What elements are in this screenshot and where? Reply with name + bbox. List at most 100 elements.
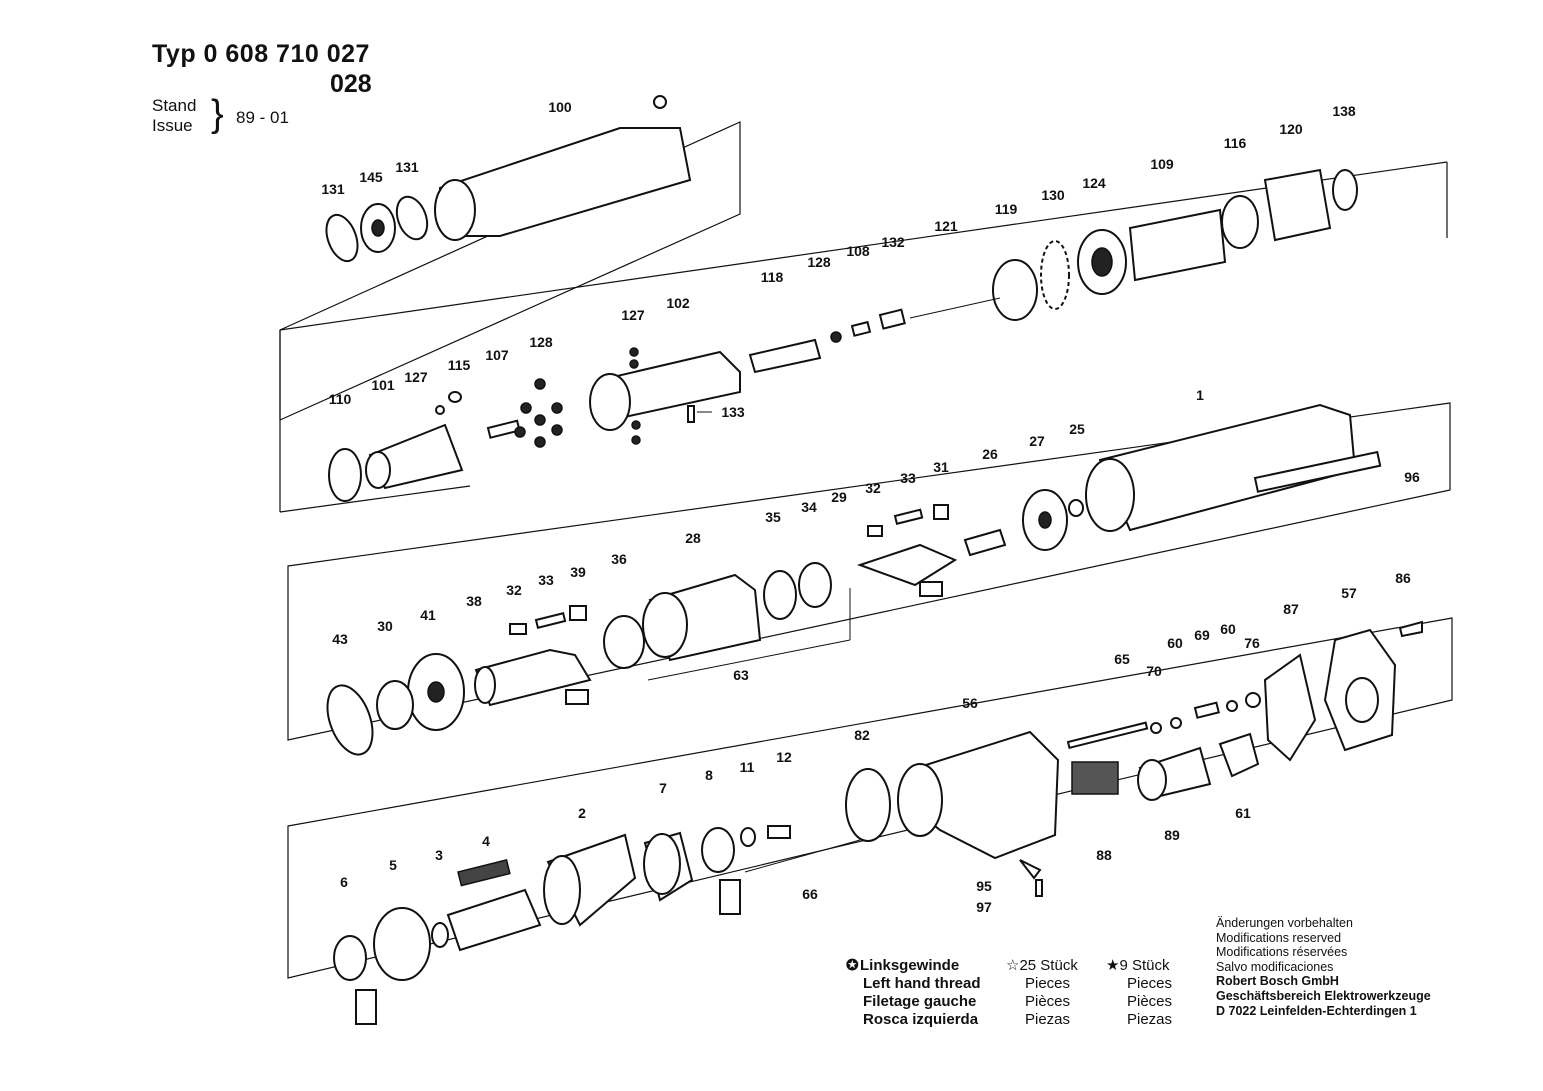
label-107: 107 [485, 347, 509, 363]
label-7: 7 [659, 780, 667, 796]
label-124: 124 [1082, 175, 1106, 191]
company-address: D 7022 Leinfelden-Echterdingen 1 [1216, 1003, 1417, 1018]
legend-qty9-de: 9 Stück [1119, 957, 1170, 974]
label-145: 145 [359, 169, 383, 185]
legend-row-1: Left hand thread Pieces Pieces [846, 975, 1207, 993]
label-4: 4 [482, 833, 490, 849]
label-89: 89 [1164, 827, 1180, 843]
label-128b: 128 [529, 334, 553, 350]
label-86: 86 [1395, 570, 1411, 586]
label-33b: 33 [538, 572, 554, 588]
label-34: 34 [801, 499, 817, 515]
label-82: 82 [854, 727, 870, 743]
company-name: Robert Bosch GmbH [1216, 974, 1339, 989]
legend-qty25-de: 25 Stück [1019, 957, 1078, 974]
label-127b: 127 [621, 307, 645, 323]
label-33a: 33 [900, 470, 916, 486]
legend-qty9-fr: Pièces [1127, 993, 1173, 1010]
callout-labels: 131 145 131 100 138 120 116 109 124 130 … [321, 99, 1420, 915]
label-61: 61 [1235, 805, 1251, 821]
row2-parts [328, 347, 741, 502]
label-38: 38 [466, 593, 482, 609]
legend-qty9-en: Pieces [1127, 975, 1173, 992]
legend-thread-es: Rosca izquierda [863, 1011, 979, 1028]
panel-row3 [287, 402, 1451, 741]
label-36: 36 [611, 551, 627, 567]
star-25-icon: ☆ [1006, 957, 1020, 974]
label-3: 3 [435, 847, 443, 863]
label-60b: 60 [1167, 635, 1183, 651]
label-56: 56 [962, 695, 978, 711]
label-57: 57 [1341, 585, 1357, 601]
legend-qty25-es: Piezas [1025, 1011, 1071, 1028]
label-70: 70 [1146, 663, 1162, 679]
label-43: 43 [332, 631, 348, 647]
label-121: 121 [934, 218, 958, 234]
label-2: 2 [578, 805, 586, 821]
label-39: 39 [570, 564, 586, 580]
legend-qty9-es: Piezas [1127, 1011, 1173, 1028]
label-28: 28 [685, 530, 701, 546]
note-changes-es: Salvo modificaciones [1216, 959, 1334, 974]
label-128a: 128 [807, 254, 831, 270]
label-1: 1 [1196, 387, 1204, 403]
legend-row-2: Filetage gauche Pièces Pièces [846, 993, 1207, 1011]
label-130: 130 [1041, 187, 1065, 203]
label-108: 108 [846, 243, 870, 259]
label-5: 5 [389, 857, 397, 873]
row1-parts [325, 95, 1358, 374]
label-97: 97 [976, 899, 992, 915]
legend-qty25-fr: Pièces [1025, 993, 1071, 1010]
panel-row2-bottom [279, 485, 471, 513]
stand-label: Stand [152, 96, 197, 115]
label-102: 102 [666, 295, 690, 311]
label-131a: 131 [321, 181, 345, 197]
label-66: 66 [802, 886, 818, 902]
label-110: 110 [329, 391, 352, 407]
legend-row-3: Rosca izquierda Piezas Piezas [846, 1011, 1207, 1029]
type-number-title: Typ 0 608 710 027 [152, 40, 370, 68]
note-changes-fr: Modifications réservées [1216, 945, 1348, 960]
star-9-icon: ★ [1106, 957, 1120, 974]
label-133: 133 [721, 404, 745, 420]
label-87: 87 [1283, 601, 1299, 617]
label-101: 101 [371, 377, 395, 393]
row3-parts [326, 403, 1382, 756]
note-changes-en: Modifications reserved [1216, 930, 1342, 945]
row4-parts [333, 620, 1423, 1025]
label-6: 6 [340, 874, 348, 890]
label-29: 29 [831, 489, 847, 505]
legend-row-0: ✪Linksgewinde ☆25 Stück ★9 Stück [846, 957, 1207, 975]
label-69: 69 [1194, 627, 1210, 643]
label-32b: 32 [506, 582, 522, 598]
label-12: 12 [776, 749, 792, 765]
label-30: 30 [377, 618, 393, 634]
label-120: 120 [1279, 121, 1303, 137]
panel-row4 [287, 617, 1453, 979]
legend: ✪Linksgewinde ☆25 Stück ★9 Stück Left ha… [846, 957, 1207, 1029]
legend-thread-en: Left hand thread [863, 975, 981, 992]
label-11: 11 [740, 759, 755, 775]
label-41: 41 [420, 607, 436, 623]
label-25: 25 [1069, 421, 1085, 437]
label-76: 76 [1244, 635, 1260, 651]
stand-issue-block: Stand Issue [152, 96, 196, 136]
label-131b: 131 [395, 159, 419, 175]
label-109: 109 [1150, 156, 1174, 172]
panel-row2-top [279, 161, 1448, 331]
note-changes-de: Änderungen vorbehalten [1216, 916, 1353, 930]
type-number-suffix: 028 [330, 70, 372, 98]
legend-thread-de: Linksgewinde [860, 957, 960, 974]
label-119: 119 [995, 201, 1018, 217]
label-100: 100 [548, 99, 572, 115]
label-116: 116 [1224, 135, 1247, 151]
label-88: 88 [1096, 847, 1112, 863]
label-95: 95 [976, 878, 992, 894]
left-hand-thread-icon: ✪ [846, 957, 859, 974]
company-division: Geschäftsbereich Elektrowerkzeuge [1216, 988, 1431, 1003]
label-118: 118 [761, 269, 784, 285]
label-35: 35 [765, 509, 781, 525]
label-115: 115 [448, 357, 471, 373]
legend-qty25-en: Pieces [1025, 975, 1071, 992]
